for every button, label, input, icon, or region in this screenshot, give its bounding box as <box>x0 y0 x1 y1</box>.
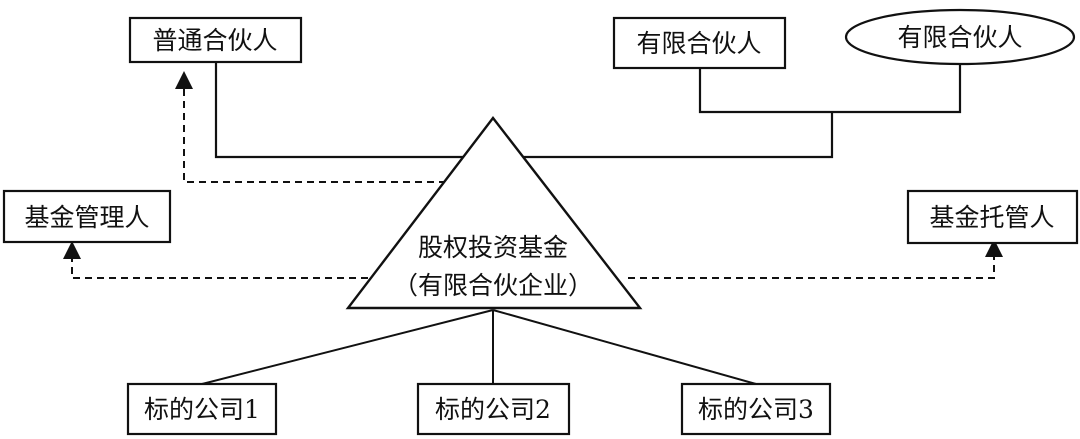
fund-title-label: 股权投资基金 <box>418 233 568 262</box>
node-boxes <box>2 8 1079 436</box>
limited-partners-bracket <box>698 60 962 114</box>
limited-partner-ellipse <box>844 8 1076 66</box>
target-company-1-box <box>126 382 278 436</box>
dashed-arrow-to-fund-manager <box>63 241 368 279</box>
target-company-2-label: 标的公司2 <box>435 395 551 424</box>
fund-manager-box <box>2 189 172 244</box>
target-company-3-label: 标的公司3 <box>698 395 814 424</box>
partner-connector-lines <box>214 60 962 159</box>
general-partner-box <box>128 16 303 64</box>
fund-custodian-label: 基金托管人 <box>929 203 1054 232</box>
general-partner-label: 普通合伙人 <box>152 26 277 55</box>
general-partner-connector <box>214 60 834 159</box>
limited-partner-box-label: 有限合伙人 <box>636 29 761 58</box>
node-labels: 普通合伙人 有限合伙人 有限合伙人 基金管理人 基金托管人 股权投资基金 （有限… <box>24 23 1054 424</box>
target-company-3-box <box>680 382 832 436</box>
target-company-connectors <box>201 309 757 385</box>
connector-target-3 <box>492 309 757 385</box>
limited-partner-ellipse-label: 有限合伙人 <box>897 23 1022 52</box>
connector-target-1 <box>201 309 494 385</box>
fund-subtitle-label: （有限合伙企业） <box>393 271 593 300</box>
dashed-arrow-to-general-partner <box>175 71 446 183</box>
dashed-arrow-to-fund-custodian <box>628 239 1003 279</box>
fund-triangle <box>345 116 643 310</box>
dashed-connectors <box>63 71 1003 279</box>
target-company-1-label: 标的公司1 <box>144 395 260 424</box>
target-company-2-box <box>416 382 571 436</box>
fund-custodian-box <box>906 189 1079 245</box>
fund-manager-label: 基金管理人 <box>24 203 149 232</box>
limited-partner-box <box>612 16 787 70</box>
